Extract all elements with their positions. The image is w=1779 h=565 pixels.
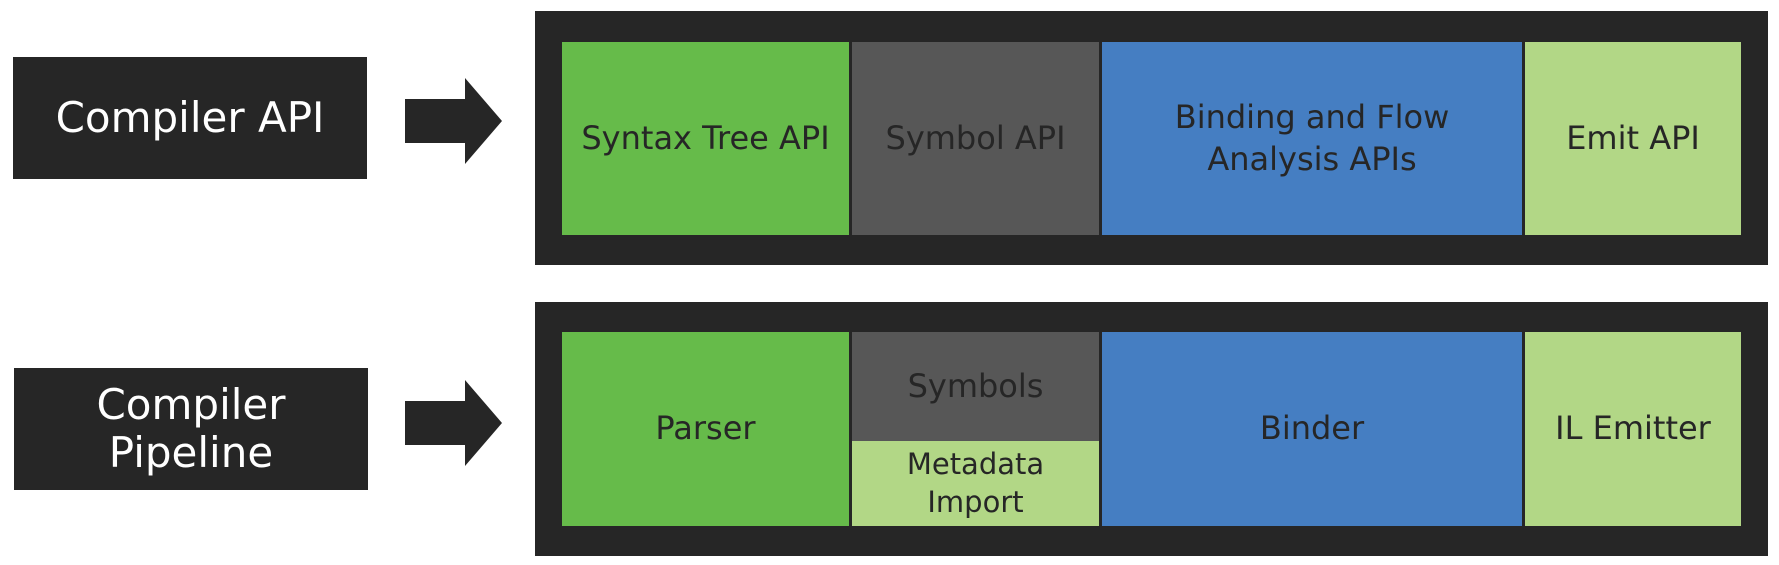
compiler-pipeline-frame: Parser Symbols Metadata Import Binder IL… — [535, 302, 1768, 556]
il-emitter-text: IL Emitter — [1555, 409, 1711, 448]
symbol-api-text: Symbol API — [885, 118, 1066, 157]
right-arrow-icon — [405, 78, 502, 164]
binder-block: Binder — [1102, 332, 1522, 526]
parser-text: Parser — [655, 409, 756, 448]
metadata-import-block: Metadata Import — [852, 441, 1099, 526]
compiler-pipeline-label-text: Compiler Pipeline — [96, 379, 286, 477]
syntax-tree-api-block: Syntax Tree API — [562, 42, 849, 235]
symbols-block: Symbols — [852, 332, 1099, 441]
compiler-api-frame: Syntax Tree API Symbol API Binding and F… — [535, 11, 1768, 265]
symbols-text: Symbols — [907, 366, 1044, 405]
right-arrow-icon — [405, 380, 502, 466]
il-emitter-block: IL Emitter — [1525, 332, 1741, 526]
compiler-api-label-text: Compiler API — [55, 92, 325, 142]
compiler-api-label: Compiler API — [13, 57, 367, 179]
binding-flow-analysis-apis-text: Binding and Flow Analysis APIs — [1174, 97, 1450, 178]
metadata-import-text: Metadata Import — [906, 446, 1045, 519]
emit-api-text: Emit API — [1566, 118, 1700, 157]
compiler-pipeline-label: Compiler Pipeline — [14, 368, 368, 490]
syntax-tree-api-text: Syntax Tree API — [581, 118, 830, 157]
emit-api-block: Emit API — [1525, 42, 1741, 235]
parser-block: Parser — [562, 332, 849, 526]
binding-flow-analysis-apis-block: Binding and Flow Analysis APIs — [1102, 42, 1522, 235]
symbol-api-block: Symbol API — [852, 42, 1099, 235]
binder-text: Binder — [1259, 409, 1365, 448]
